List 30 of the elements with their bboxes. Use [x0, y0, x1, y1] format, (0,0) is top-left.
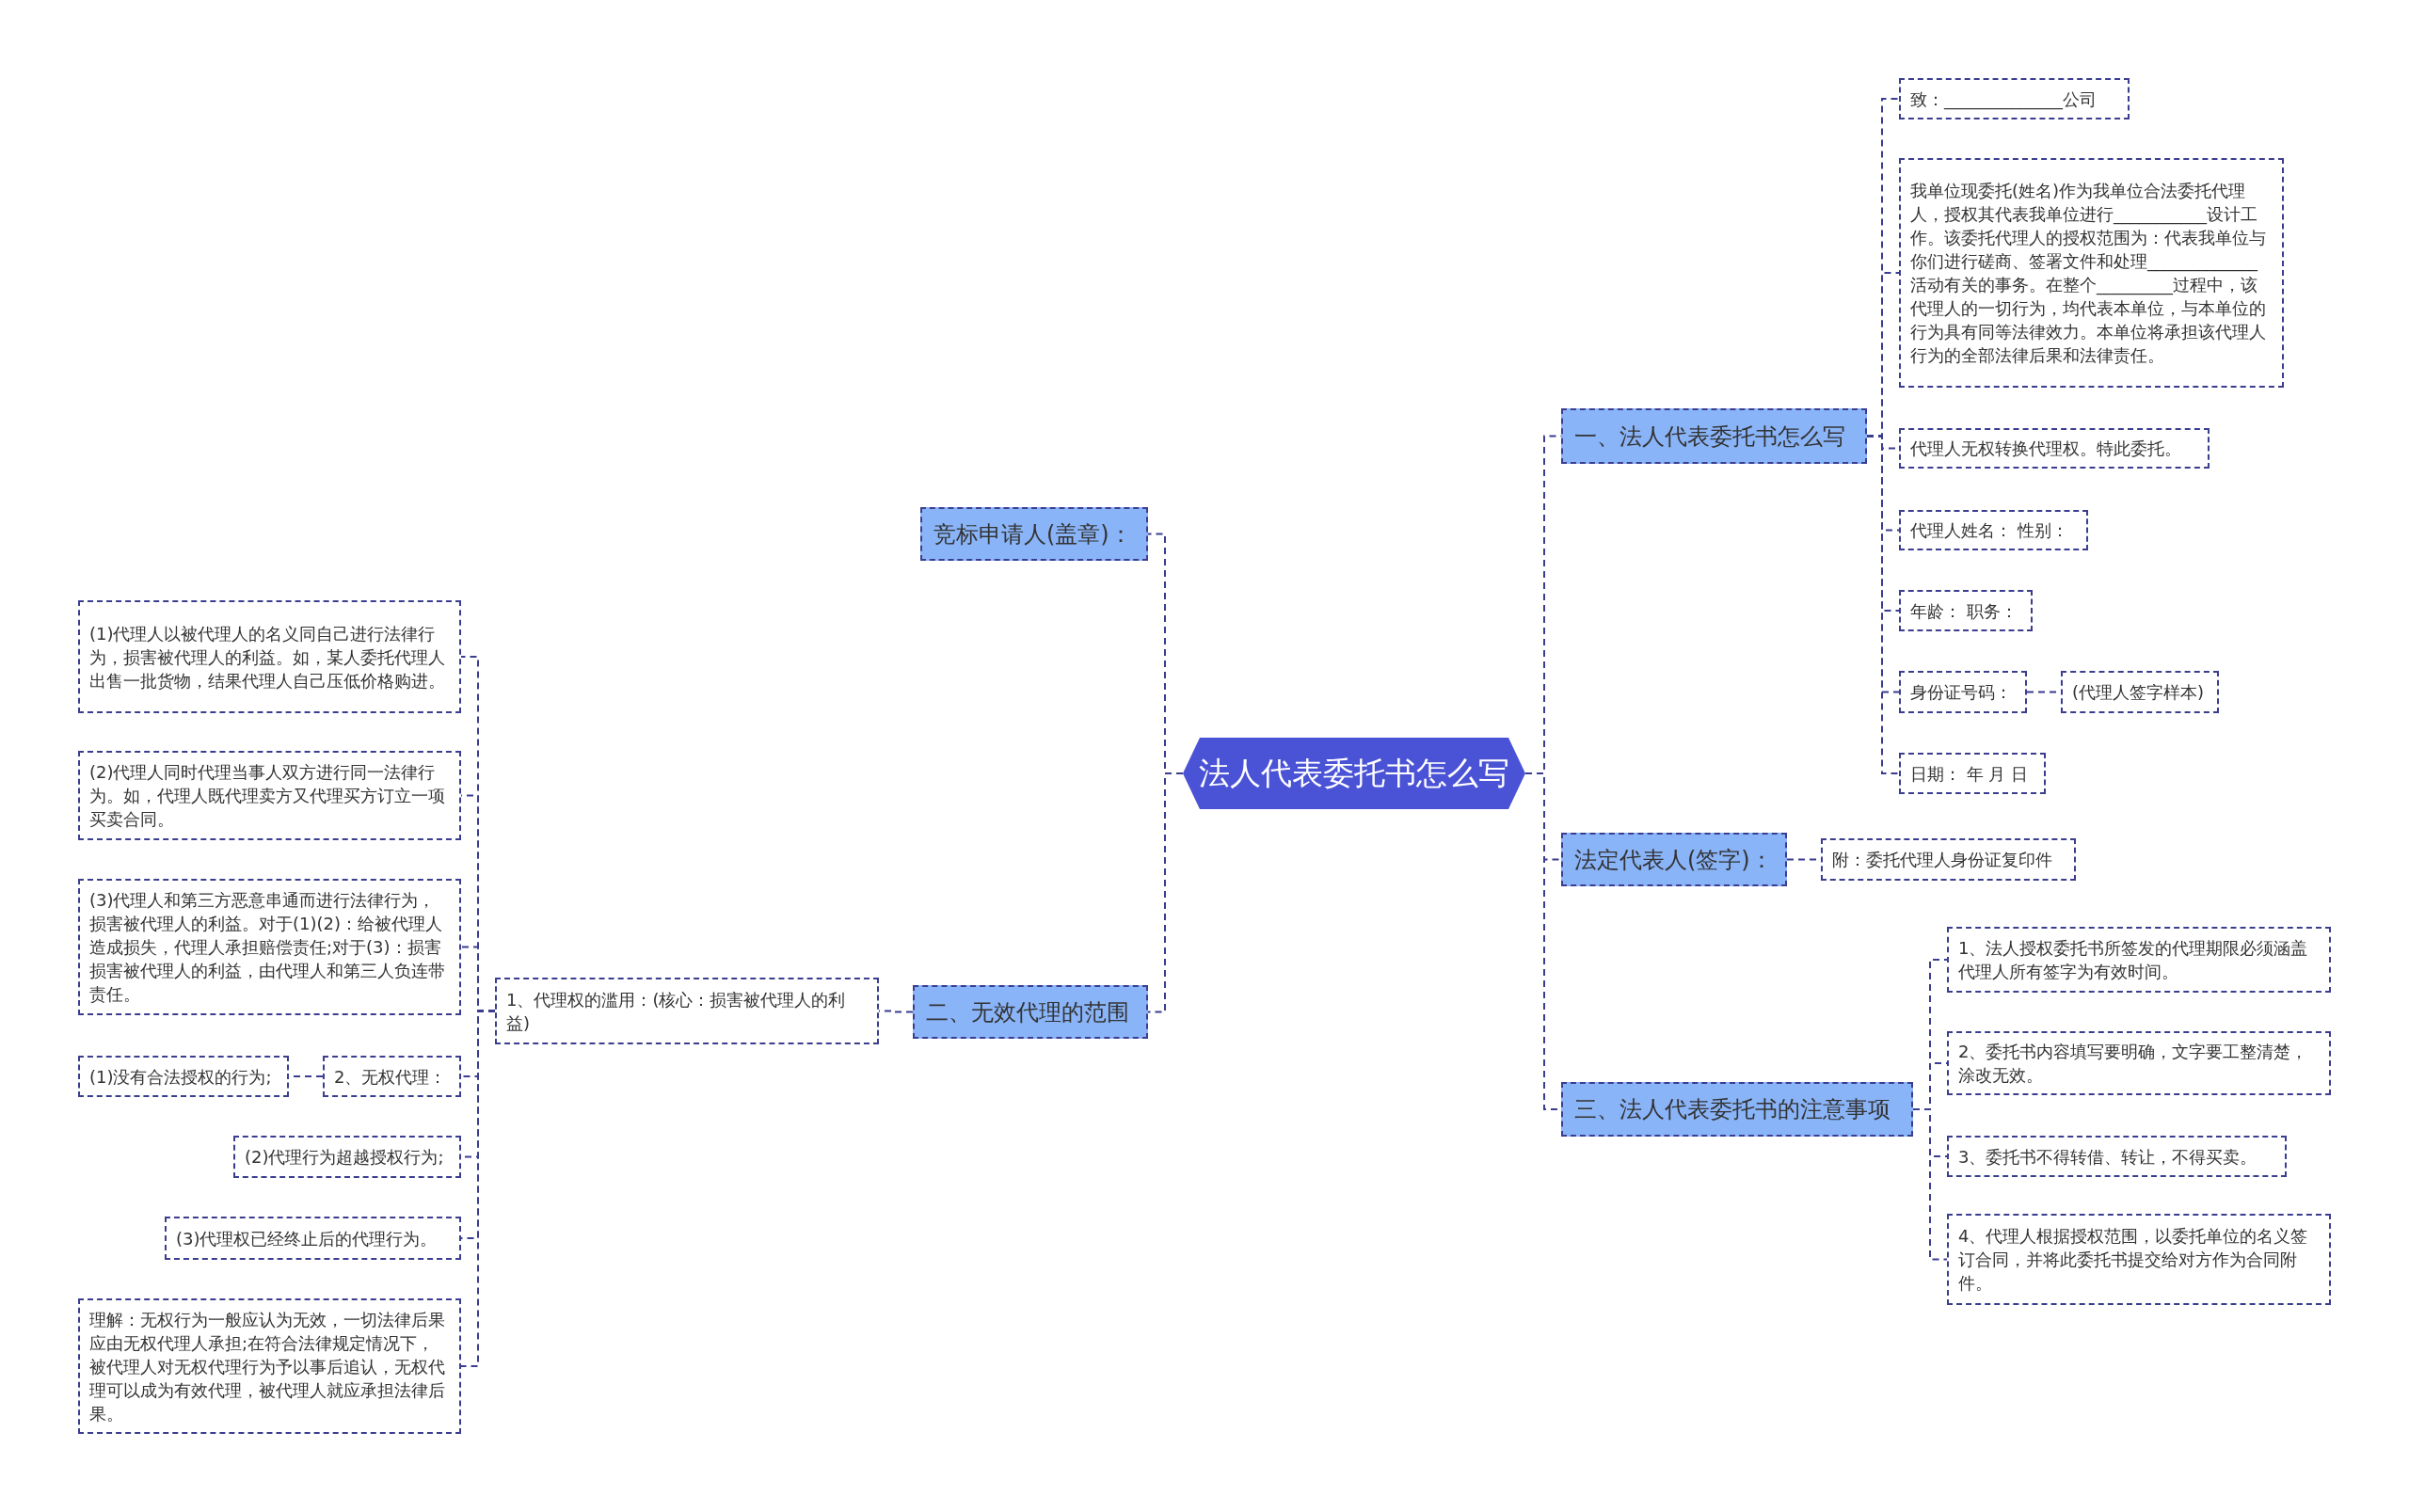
text-box: 身份证号码： [1899, 671, 2027, 713]
text-box: (3)代理权已经终止后的代理行为。 [165, 1217, 461, 1260]
text-box: 我单位现委托(姓名)作为我单位合法委托代理人，授权其代表我单位进行___________设计工作。该委托代理人的授权范围为：代表我单位与你们进行磋商、签署文件和处理_____________活动有关的事务。在整个_________过程中，该代理人的一切行为，均代表本单位，与本单位的行为具有同等法律效力。本单位将承担该代理人行为的全部法律后果和法律责任。 [1899, 158, 2284, 388]
text-box: 1、法人授权委托书所签发的代理期限必须涵盖代理人所有签字为有效时间。 [1947, 927, 2331, 993]
text-box: (1)代理人以被代理人的名义同自己进行法律行为，损害被代理人的利益。如，某人委托代理人出售一批货物，结果代理人自己压低价格购进。 [78, 600, 461, 713]
topic-box: 法定代表人(签字)： [1561, 833, 1787, 886]
text-box: (2)代理行为超越授权行为; [233, 1136, 461, 1178]
text-box: 代理人姓名： 性别： [1899, 510, 2088, 550]
text-box: 3、委托书不得转借、转让，不得买卖。 [1947, 1136, 2287, 1177]
text-box: 年龄： 职务： [1899, 590, 2033, 631]
text-box: (2)代理人同时代理当事人双方进行同一法律行为。如，代理人既代理卖方又代理买方订立一项买卖合同。 [78, 751, 461, 840]
text-box: 致：______________公司 [1899, 78, 2130, 119]
connector-line [1912, 1108, 1948, 1261]
text-box: 代理人无权转换代理权。特此委托。 [1899, 428, 2210, 469]
text-box: (1)没有合法授权的行为; [78, 1056, 289, 1097]
text-box: 1、代理权的滥用：(核心：损害被代理人的利益) [495, 978, 879, 1044]
text-box: 2、委托书内容填写要明确，文字要工整清楚，涂改无效。 [1947, 1031, 2331, 1095]
text-box: 4、代理人根据授权范围，以委托单位的名义签订合同，并将此委托书提交给对方作为合同附件。 [1947, 1214, 2331, 1305]
topic-box: 二、无效代理的范围 [913, 985, 1148, 1039]
text-box: (3)代理人和第三方恶意串通而进行法律行为，损害被代理人的利益。对于(1)(2)：给被代理人造成损失，代理人承担赔偿责任;对于(3)：损害损害被代理人的利益，由代理人和第三人负连带责任。 [78, 879, 461, 1015]
connector-line [1147, 772, 1184, 1013]
central-topic-hexagon: 法人代表委托书怎么写 [1183, 738, 1525, 809]
text-box: (代理人签字样本) [2061, 671, 2219, 713]
text-box: 2、无权代理： [323, 1056, 461, 1097]
topic-box: 竞标申请人(盖章)： [920, 507, 1148, 561]
text-box: 理解：无权行为一般应认为无效，一切法律后果应由无权代理人承担;在符合法律规定情况下，被代理人对无权代理行为予以事后追认，无权代理可以成为有效代理，被代理人就应承担法律后果。 [78, 1298, 461, 1434]
text-box: 日期： 年 月 日 [1899, 753, 2046, 794]
topic-box: 三、法人代表委托书的注意事项 [1561, 1082, 1913, 1137]
topic-box: 一、法人代表委托书怎么写 [1561, 408, 1867, 464]
text-box: 附：委托代理人身份证复印件 [1821, 838, 2076, 881]
